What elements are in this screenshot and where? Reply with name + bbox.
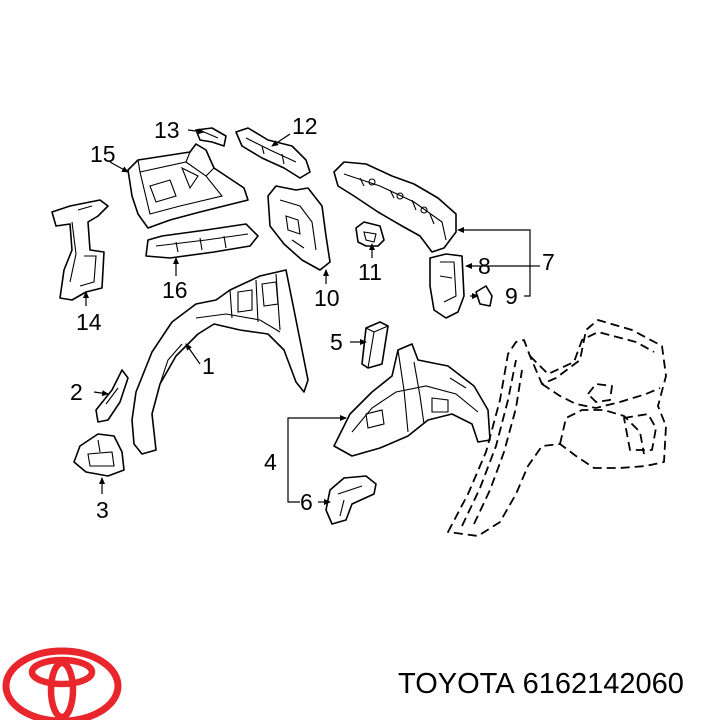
part-14-pillar: [51, 199, 109, 301]
callout-3: 3: [96, 497, 109, 523]
part-1-wheel-housing-outer: [131, 269, 309, 455]
part-15-quarter-inner-upper: [127, 143, 249, 229]
callout-9: 9: [505, 283, 518, 309]
callout-14: 14: [76, 309, 102, 335]
part-3-bracket: [73, 433, 125, 477]
toyota-logo-icon: [2, 647, 122, 720]
part-11-clip: [355, 221, 385, 247]
part-12-reinforcement: [235, 127, 311, 179]
callout-6: 6: [300, 489, 313, 515]
callout-12: 12: [292, 113, 318, 139]
callout-13: 13: [154, 117, 180, 143]
part-10-bracket: [267, 185, 331, 271]
brand-name: TOYOTA: [398, 668, 515, 700]
part-6-bracket: [325, 475, 377, 525]
callout-4: 4: [264, 449, 277, 475]
callout-5: 5: [330, 329, 343, 355]
leader-lines: [83, 128, 540, 505]
part-number: 6162142060: [522, 668, 684, 700]
footer-caption: TOYOTA 6162142060: [398, 668, 684, 701]
callout-16: 16: [162, 277, 188, 303]
callout-2: 2: [70, 379, 83, 405]
part-5-block: [361, 321, 389, 369]
callout-11: 11: [358, 259, 382, 285]
callout-8: 8: [478, 253, 491, 279]
body-outline-reference: [447, 319, 667, 537]
part-2-bracket: [95, 369, 129, 423]
part-16-rail: [145, 223, 259, 259]
callout-10: 10: [314, 285, 340, 311]
part-9-tab: [475, 285, 493, 307]
callout-7: 7: [542, 249, 555, 275]
callout-1: 1: [202, 353, 215, 379]
part-4-wheel-housing-inner: [333, 343, 491, 457]
part-7-rail: [333, 161, 457, 253]
part-13-bracket: [195, 127, 227, 147]
callout-labels: 1 2 3 4 5 6 7 8 9 10 11 12 13 14 15 16: [70, 113, 555, 523]
part-8-bracket: [429, 253, 465, 319]
callout-15: 15: [90, 141, 116, 167]
